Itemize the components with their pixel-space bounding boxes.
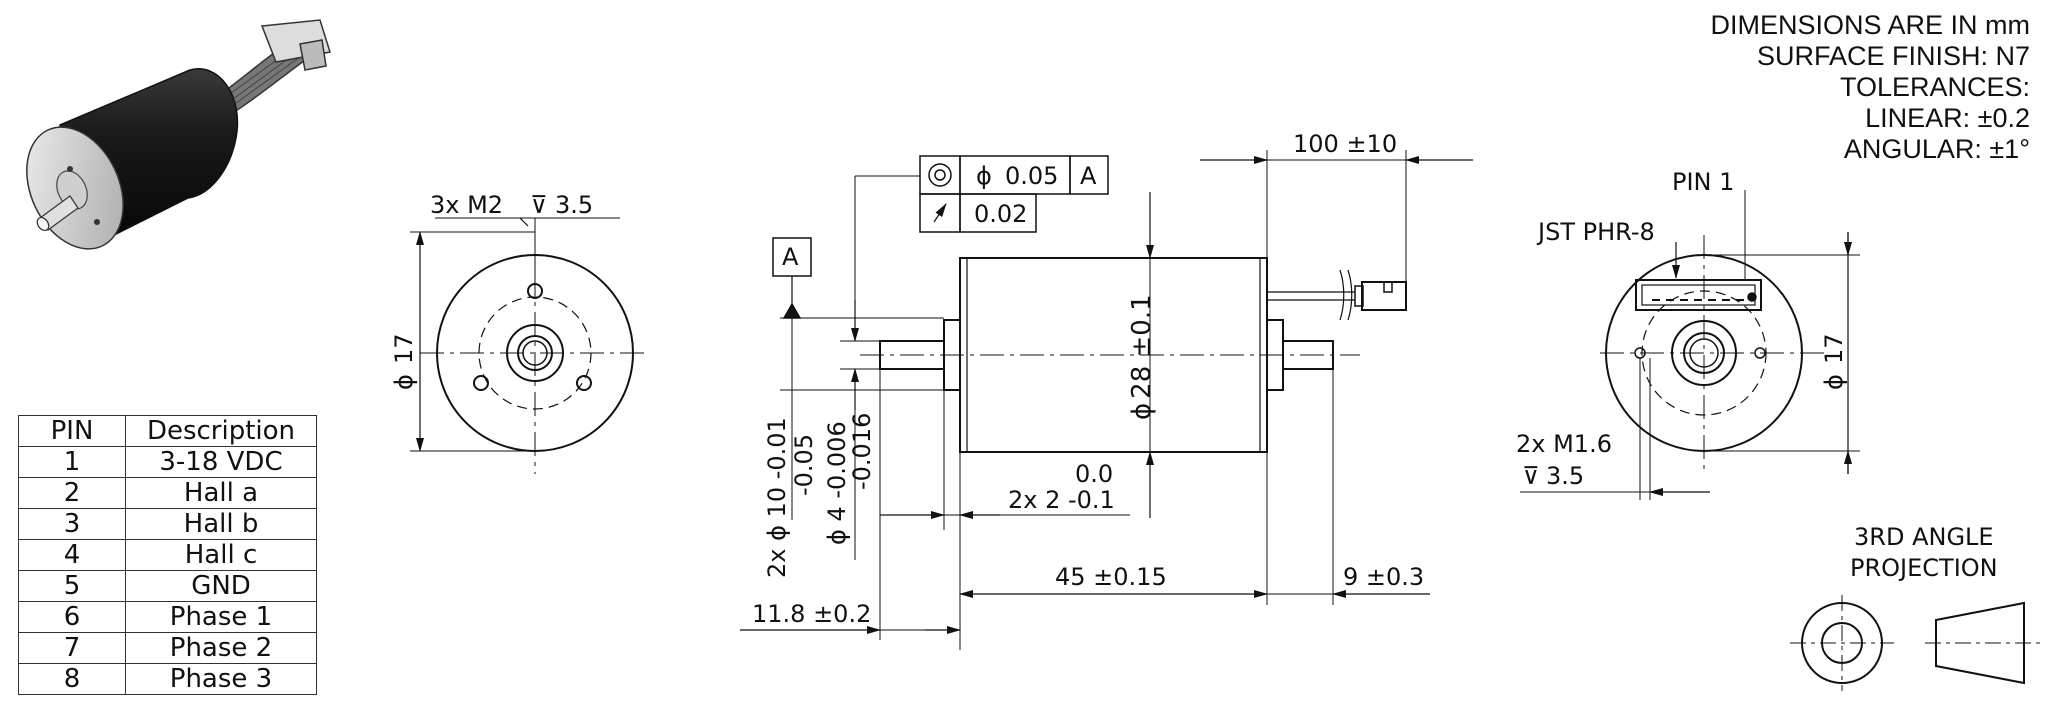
body-length-label: 45 ±0.15: [1055, 563, 1167, 591]
front-diameter-label: 17: [390, 333, 418, 364]
rear-diameter-label: 17: [1820, 333, 1848, 364]
body-diameter-label: ϕ28 ±0.1: [1127, 294, 1157, 420]
connector-label: JST PHR-8: [1536, 218, 1655, 246]
diameter-symbol-icon: ϕ: [976, 162, 992, 190]
right-shaft-label: 9 ±0.3: [1343, 563, 1424, 591]
cable-length-label: 100 ±10: [1293, 130, 1397, 158]
general-notes: DIMENSIONS ARE IN mm SURFACE FINISH: N7 …: [1710, 10, 2030, 165]
notes-angular: ANGULAR: ±1°: [1843, 134, 2030, 164]
concentricity-value: 0.05: [1005, 162, 1058, 190]
pin1-label: PIN 1: [1672, 168, 1734, 196]
rear-holes-label: 2x M1.6: [1516, 430, 1612, 458]
notes-units: DIMENSIONS ARE IN mm: [1710, 10, 2030, 40]
desc-cell: 3-18 VDC: [125, 446, 317, 478]
rear-depth-label: 3.5: [1546, 462, 1584, 490]
shaft-diameter-label: 2x ϕ 10 -0.01: [763, 417, 791, 578]
rear-depth-symbol-icon: ⊽: [1522, 462, 1540, 490]
third-angle-projection-icon: [1790, 595, 2040, 691]
shaft-diameter-tol: -0.05: [790, 434, 818, 496]
rear-diameter-symbol-icon: ϕ: [1820, 374, 1848, 390]
front-depth-label: 3.5: [555, 191, 593, 219]
desc-cell: Hall a: [125, 477, 317, 509]
pin-cell: 1: [18, 446, 126, 478]
desc-cell: Hall c: [125, 539, 317, 571]
body-diameter-symbol-icon: ϕ: [1127, 403, 1157, 420]
flange-label: 2x 2 -0.1: [1008, 486, 1115, 514]
runout-value: 0.02: [974, 200, 1027, 228]
rear-view: [1520, 190, 1860, 500]
description-column-header: Description: [125, 415, 317, 447]
desc-cell: GND: [125, 570, 317, 602]
pin-column-header: PIN: [18, 415, 126, 447]
pin-cell: 8: [18, 663, 126, 695]
pin-cell: 2: [18, 477, 126, 509]
notes-finish: SURFACE FINISH: N7: [1756, 41, 2030, 71]
pin-cell: 7: [18, 632, 126, 664]
datum-a-label: A: [782, 243, 799, 271]
concentricity-datum: A: [1080, 162, 1097, 190]
desc-cell: Phase 2: [125, 632, 317, 664]
desc-cell: Hall b: [125, 508, 317, 540]
pin-cell: 6: [18, 601, 126, 633]
flange-top-label: 0.0: [1075, 460, 1113, 488]
left-shaft-label: 11.8 ±0.2: [752, 600, 871, 628]
projection-label: 3RD ANGLE PROJECTION: [1850, 522, 1998, 584]
notes-tolerances: TOLERANCES:: [1839, 72, 2030, 102]
motor-isometric-render: [26, 19, 331, 250]
desc-cell: Phase 3: [125, 663, 317, 695]
pin-cell: 5: [18, 570, 126, 602]
front-holes-label: 3x M2: [430, 191, 503, 219]
front-diameter-symbol-icon: ϕ: [390, 374, 418, 390]
small-shaft-tol: -0.016: [848, 413, 876, 490]
notes-linear: LINEAR: ±0.2: [1865, 103, 2030, 133]
pin-cell: 4: [18, 539, 126, 571]
desc-cell: Phase 1: [125, 601, 317, 633]
pin-table-header: PIN Description: [18, 415, 317, 447]
side-view: [740, 150, 1473, 650]
front-view: [410, 217, 650, 474]
small-shaft-label: ϕ 4 -0.006: [823, 421, 851, 545]
depth-symbol-icon: ⊽: [530, 191, 548, 219]
projection-line2: PROJECTION: [1850, 554, 1998, 582]
pin-cell: 3: [18, 508, 126, 540]
projection-line1: 3RD ANGLE: [1854, 523, 1994, 551]
